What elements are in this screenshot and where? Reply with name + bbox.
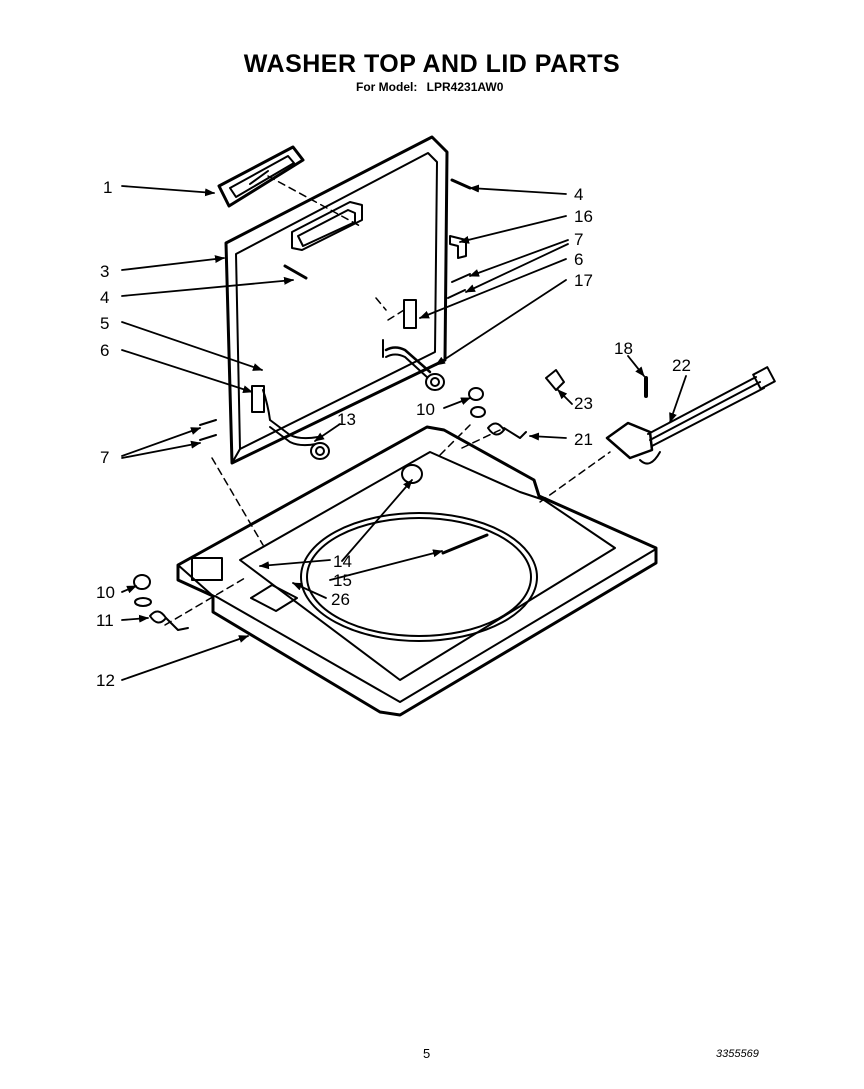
model-line: For Model: LPR4231AW0 <box>356 80 503 94</box>
callout-leaders <box>121 184 687 681</box>
callout-10-left: 10 <box>96 583 115 602</box>
page-number: 5 <box>423 1046 431 1061</box>
callout-17: 17 <box>574 271 593 290</box>
callout-6-left: 6 <box>100 341 109 360</box>
callout-22: 22 <box>672 356 691 375</box>
callout-23: 23 <box>574 394 593 413</box>
spring-21 <box>468 387 527 439</box>
callout-14: 14 <box>333 552 352 571</box>
callout-12: 12 <box>96 671 115 690</box>
callout-11: 11 <box>96 611 114 630</box>
callout-1: 1 <box>103 178 112 197</box>
callout-15: 15 <box>333 571 352 590</box>
callout-4-left: 4 <box>100 288 109 307</box>
model-prefix: For Model: <box>356 80 418 94</box>
spring-11 <box>133 574 189 631</box>
callout-16: 16 <box>574 207 593 226</box>
lid-switch-harness <box>545 366 776 465</box>
callout-5: 5 <box>100 314 109 333</box>
callout-26: 26 <box>331 590 350 609</box>
callout-7-left: 7 <box>100 448 109 467</box>
callout-6-right: 6 <box>574 250 583 269</box>
page-title: WASHER TOP AND LID PARTS <box>243 50 621 78</box>
model-number: LPR4231AW0 <box>426 80 504 94</box>
callout-4-right: 4 <box>574 185 583 204</box>
callout-18: 18 <box>614 339 633 358</box>
callout-7-right: 7 <box>574 230 583 249</box>
callout-21: 21 <box>574 430 593 449</box>
screw-15 <box>441 533 489 555</box>
callout-labels: 1 3 4 5 6 7 13 4 16 7 6 17 18 22 23 10 2… <box>96 178 691 690</box>
document-number: 3355569 <box>716 1048 759 1060</box>
callout-13: 13 <box>337 410 356 429</box>
callout-10-right: 10 <box>416 400 435 419</box>
assembly-dashed-lines <box>164 175 611 626</box>
lid-frame <box>224 135 449 465</box>
callout-3: 3 <box>100 262 109 281</box>
lid-handle <box>217 145 305 208</box>
